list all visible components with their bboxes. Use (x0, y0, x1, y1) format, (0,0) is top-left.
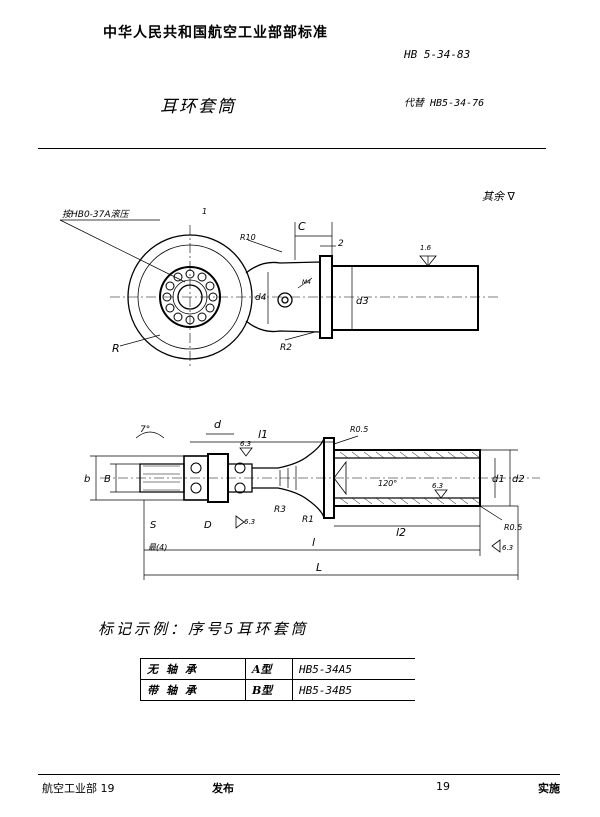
callout-note: 按HB0-37A滚压 (62, 209, 131, 220)
svg-text:d2: d2 (512, 474, 525, 485)
leader-r10 (247, 239, 283, 253)
svg-text:7°: 7° (140, 425, 150, 435)
header-divider (38, 148, 546, 149)
technical-drawing: C 2 R10 1.6 d4 M4 d3 R R2 按HB0-37A滚压 1 (59, 207, 540, 580)
svg-text:6.3: 6.3 (502, 544, 513, 552)
svg-text:d1: d1 (492, 474, 505, 485)
footer-org: 航空工业部 19 (42, 782, 115, 795)
eye-section-right (228, 463, 253, 493)
svg-text:6.3: 6.3 (240, 440, 251, 448)
leader-callout (59, 219, 186, 283)
type-table: 无轴承 A型 HB5-34A5 带轴承 B型 HB5-34B5 (140, 658, 415, 701)
surface-finish-note: 其余 ∇ (482, 190, 515, 203)
type-desc: 无轴承 (140, 658, 246, 680)
svg-text:D: D (204, 520, 212, 531)
type-mark: HB5-34A5 (292, 658, 415, 680)
svg-text:1.6: 1.6 (420, 244, 432, 252)
org-standard-title: 中华人民共和国航空工业部部标准 (103, 25, 328, 41)
type-mark: HB5-34B5 (292, 679, 415, 701)
document-title: 耳环套筒 (160, 97, 236, 117)
svg-text:M4: M4 (302, 279, 311, 286)
marking-example: 标记示例：序号5耳环套筒 (98, 620, 309, 638)
svg-text:R3: R3 (274, 505, 286, 515)
section-view: 7° d l1 6.3 R0.5 b B 120° 6.3 d1 d2 R3 R… (84, 418, 540, 580)
svg-text:l: l (312, 536, 315, 549)
svg-text:R0.5: R0.5 (350, 425, 368, 434)
angle-7 (135, 431, 165, 439)
svg-text:R10: R10 (240, 233, 256, 242)
svg-text:S: S (150, 520, 157, 531)
table-row: 无轴承 A型 HB5-34A5 (140, 658, 415, 680)
standard-number: HB 5-34-83 (404, 48, 471, 61)
svg-text:R2: R2 (280, 343, 292, 353)
svg-text:1: 1 (202, 207, 207, 216)
type-code: A型 (245, 658, 293, 680)
svg-text:l2: l2 (396, 526, 406, 539)
svg-text:R: R (112, 342, 120, 355)
svg-text:6.3: 6.3 (432, 482, 443, 490)
svg-text:2: 2 (338, 239, 344, 249)
svg-text:b: b (84, 474, 90, 485)
bearing-ring (207, 453, 229, 503)
footer-implement: 实施 (538, 782, 560, 795)
svg-text:最(4): 最(4) (148, 543, 167, 552)
svg-text:d: d (214, 418, 222, 431)
replaces-standard: 代替 HB5-34-76 (404, 98, 485, 109)
grease-hole-inner (281, 296, 289, 304)
svg-text:C: C (298, 220, 306, 233)
surface-note-text: 其余 (482, 190, 504, 203)
top-view: C 2 R10 1.6 d4 M4 d3 R R2 按HB0-37A滚压 1 (59, 207, 500, 368)
svg-text:120°: 120° (378, 479, 397, 488)
footer-issue: 发布 (212, 782, 234, 795)
grease-hole (277, 292, 293, 308)
svg-text:l1: l1 (258, 428, 268, 441)
type-desc: 带轴承 (140, 679, 246, 701)
svg-text:6.3: 6.3 (244, 518, 255, 526)
tube (331, 265, 479, 331)
type-code: B型 (245, 679, 293, 701)
footer-divider (38, 774, 560, 775)
drill-point (333, 460, 347, 496)
svg-text:R1: R1 (302, 515, 314, 525)
svg-text:L: L (316, 561, 322, 574)
svg-text:d4: d4 (255, 293, 267, 303)
svg-text:d3: d3 (356, 296, 369, 307)
footer-page: 19 (436, 780, 450, 793)
leader-r (119, 334, 161, 347)
table-row: 带轴承 B型 HB5-34B5 (140, 679, 415, 701)
leader-r2 (284, 331, 316, 341)
svg-text:R0.5: R0.5 (504, 523, 522, 532)
svg-text:B: B (104, 474, 111, 485)
